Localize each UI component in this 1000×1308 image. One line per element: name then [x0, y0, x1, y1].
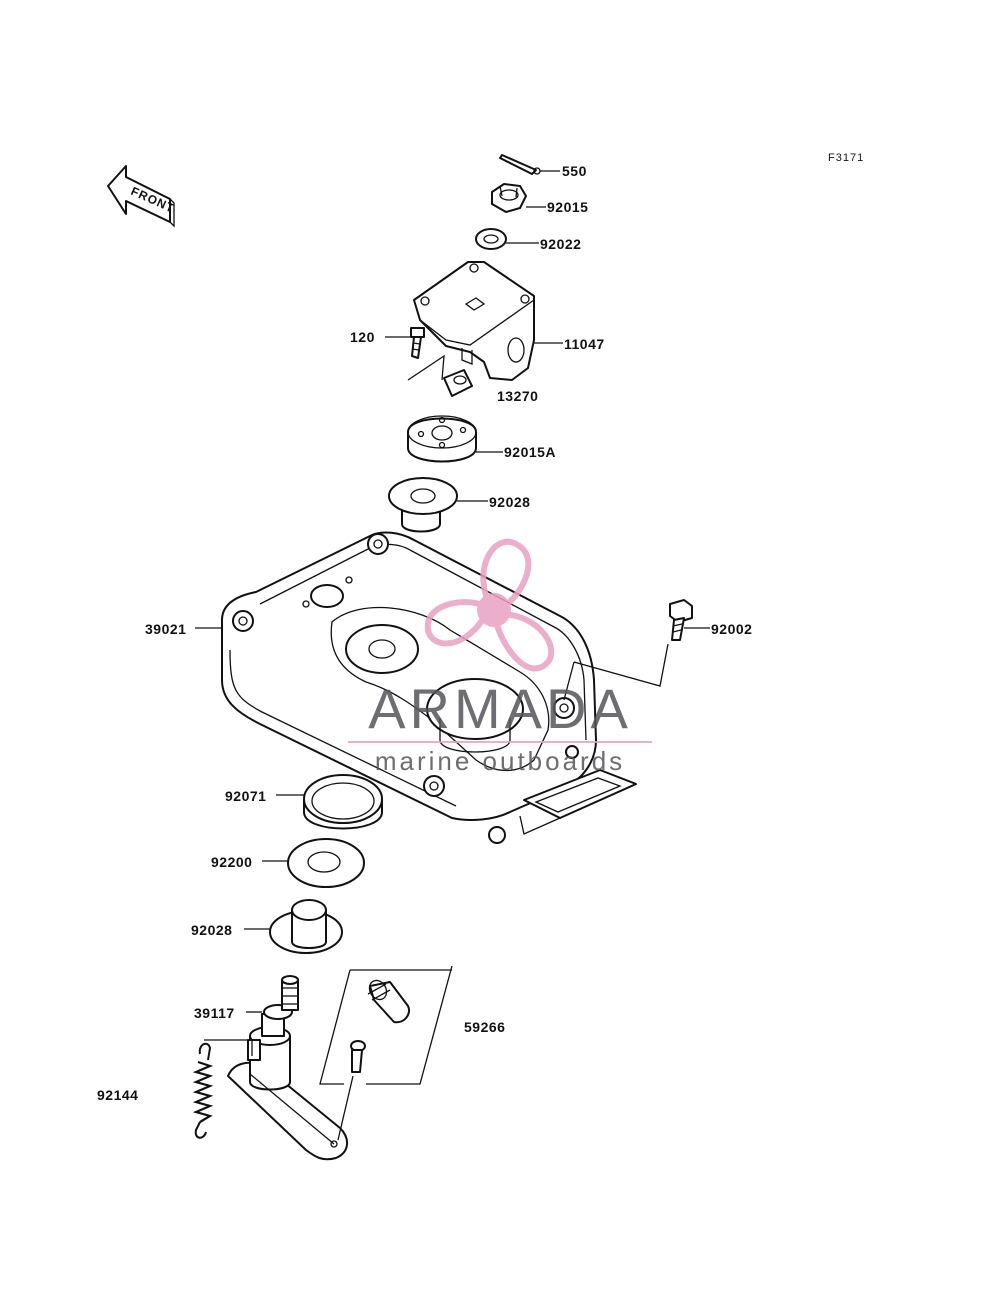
- bushing-92028-upper: [388, 477, 458, 533]
- label-92200: 92200: [211, 854, 252, 870]
- watermark-brand: ARMADA: [368, 677, 632, 740]
- screw-59266: [350, 1040, 366, 1073]
- castle-nut-92015: [491, 183, 527, 213]
- label-92144: 92144: [97, 1087, 138, 1103]
- propeller-logo-icon: [424, 538, 555, 672]
- label-59266: 59266: [464, 1019, 505, 1035]
- label-120: 120: [350, 329, 375, 345]
- label-13270: 13270: [497, 388, 538, 404]
- label-92028-upper: 92028: [489, 494, 530, 510]
- label-92028-lower: 92028: [191, 922, 232, 938]
- diagram-code: F3171: [828, 152, 864, 164]
- bolt-120: [410, 327, 425, 359]
- label-39021: 39021: [145, 621, 186, 637]
- label-92015A: 92015A: [504, 444, 556, 460]
- watermark-tagline: marine outboards: [375, 746, 625, 776]
- spring-92144: [192, 1042, 214, 1139]
- front-arrow-icon: FRONT: [107, 165, 177, 228]
- label-39117: 39117: [194, 1005, 235, 1021]
- label-92015: 92015: [547, 199, 588, 215]
- armada-watermark: ARMADA marine outboards: [348, 538, 652, 776]
- shaft-39117: [227, 975, 348, 1161]
- label-92022: 92022: [540, 236, 581, 252]
- cotter-pin-550: [499, 154, 541, 175]
- label-11047: 11047: [564, 336, 605, 352]
- bracket-11047: [413, 261, 535, 381]
- label-550: 550: [562, 163, 587, 179]
- label-92002: 92002: [711, 621, 752, 637]
- washer-92200: [287, 838, 365, 888]
- nut-plate-92015A: [407, 415, 477, 463]
- washer-92022: [475, 228, 507, 250]
- bushing-13270: [443, 369, 473, 397]
- label-92071: 92071: [225, 788, 266, 804]
- bushing-92028-lower: [269, 899, 343, 954]
- seal-92071: [303, 774, 383, 830]
- plunger-59266: [367, 979, 410, 1024]
- bolt-92002: [669, 599, 693, 641]
